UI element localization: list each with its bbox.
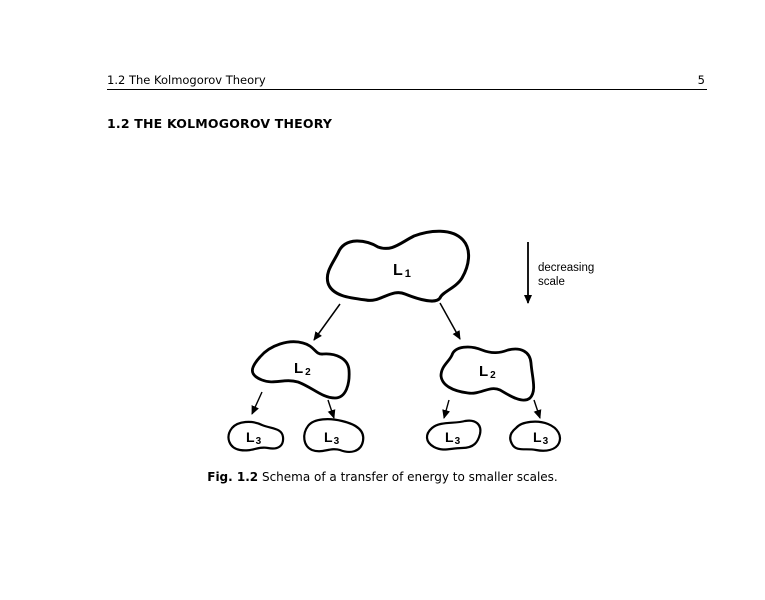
blob-level-3-1 <box>227 420 285 452</box>
blob-label-l3-4: L3 <box>533 429 549 447</box>
section-heading: 1.2 THE KOLMOGOROV THEORY <box>107 116 333 131</box>
header-rule <box>107 89 707 90</box>
figure-caption-label: Fig. 1.2 <box>207 470 259 484</box>
arrow-l2-left-to-l3-1 <box>251 391 263 415</box>
blob-level-3-2 <box>303 418 365 453</box>
arrow-l1-to-l2-left <box>313 303 341 341</box>
running-head: 1.2 The Kolmogorov Theory 5 <box>107 72 707 90</box>
blob-level-3-3 <box>425 419 482 451</box>
figure-caption-text: Schema of a transfer of energy to smalle… <box>258 470 558 484</box>
scale-label-line-2: scale <box>538 276 565 288</box>
page-number: 5 <box>697 73 705 87</box>
running-title: 1.2 The Kolmogorov Theory <box>107 73 266 87</box>
arrow-l2-left-to-l3-2 <box>327 399 336 419</box>
blob-level-1 <box>325 229 470 303</box>
blob-label-l3-3: L3 <box>445 429 461 447</box>
blob-level-3-4 <box>509 420 562 452</box>
blob-level-2-left <box>250 340 351 400</box>
scale-label-line-1: decreasing <box>538 262 594 274</box>
blob-label-l3-1: L3 <box>246 429 262 447</box>
figure-caption: Fig. 1.2 Schema of a transfer of energy … <box>0 470 765 484</box>
blob-level-2-right <box>439 345 536 402</box>
blob-label-l3-2: L3 <box>324 429 340 447</box>
arrow-l1-to-l2-right <box>439 302 461 340</box>
arrow-l2-right-to-l3-4 <box>533 399 542 419</box>
arrow-l2-right-to-l3-3 <box>442 399 450 419</box>
